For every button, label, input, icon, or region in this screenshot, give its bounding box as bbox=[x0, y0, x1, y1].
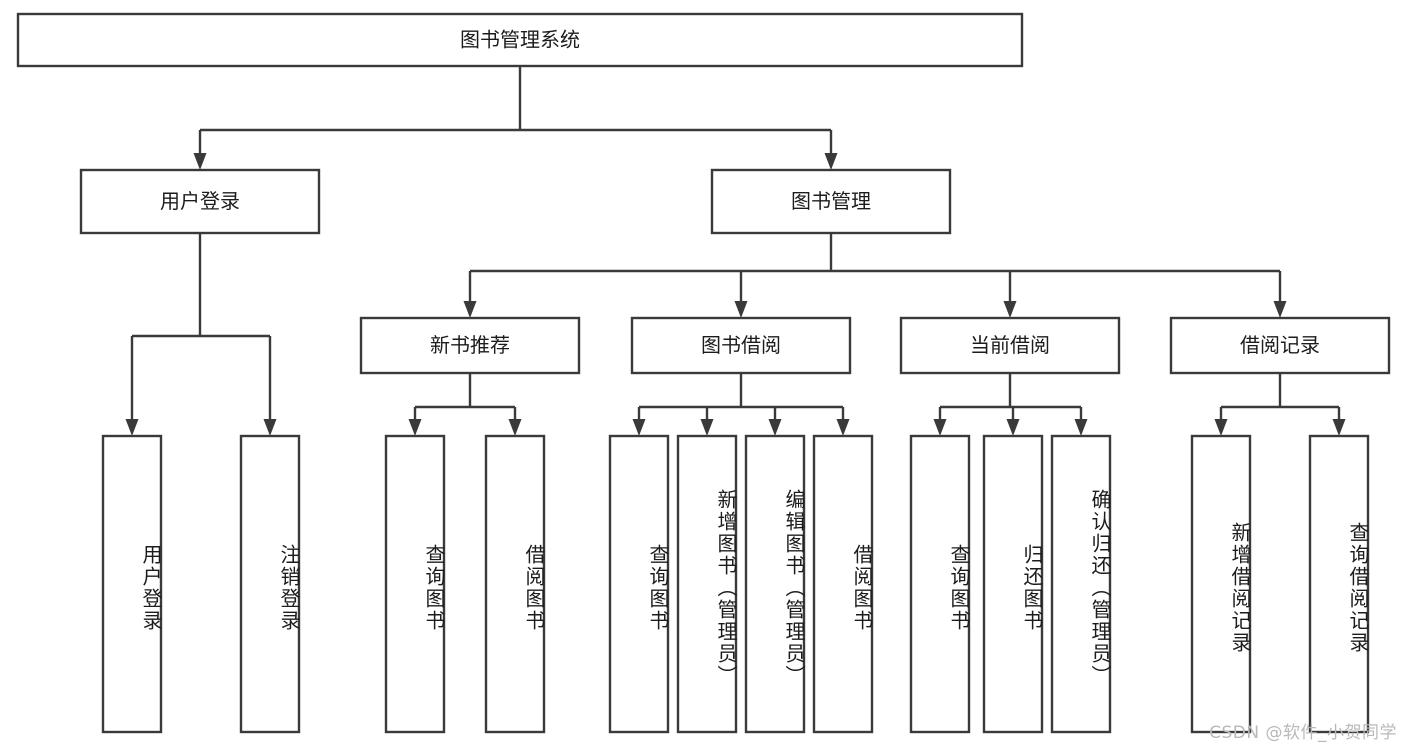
node-box-new-book-rec[interactable] bbox=[359, 316, 581, 375]
node-box-user-login[interactable] bbox=[79, 168, 321, 235]
arrow-head-icon bbox=[1332, 419, 1346, 436]
arrow-head-icon bbox=[700, 419, 714, 436]
node-box-book-manage[interactable] bbox=[710, 168, 952, 235]
arrow-head-icon bbox=[263, 419, 277, 436]
arrow-head-icon bbox=[1006, 419, 1020, 436]
node-label-book-manage: 图书管理 bbox=[791, 189, 871, 213]
arrow-head-icon bbox=[1273, 301, 1287, 318]
node-label-new-book-rec: 新书推荐 bbox=[430, 333, 510, 357]
node-box-leaf-query-record[interactable] bbox=[1308, 434, 1370, 734]
node-box-leaf-query-book-3[interactable] bbox=[909, 434, 971, 734]
arrow-head-icon bbox=[193, 153, 207, 170]
node-box-leaf-return-book[interactable] bbox=[982, 434, 1044, 734]
node-box-borrow-record[interactable] bbox=[1169, 316, 1391, 375]
node-label-user-login: 用户登录 bbox=[160, 189, 240, 213]
node-label-current-borrow: 当前借阅 bbox=[970, 333, 1050, 357]
node-box-leaf-user-login[interactable] bbox=[101, 434, 163, 734]
node-box-book-borrow[interactable] bbox=[630, 316, 852, 375]
node-box-root[interactable] bbox=[16, 12, 1024, 68]
node-box-leaf-edit-book[interactable] bbox=[744, 434, 806, 734]
arrow-head-icon bbox=[125, 419, 139, 436]
arrow-head-icon bbox=[508, 419, 522, 436]
arrow-head-icon bbox=[463, 301, 477, 318]
node-label-borrow-record: 借阅记录 bbox=[1240, 333, 1320, 357]
arrow-head-icon bbox=[1214, 419, 1228, 436]
node-box-leaf-confirm-return[interactable] bbox=[1050, 434, 1112, 734]
arrow-head-icon bbox=[734, 301, 748, 318]
arrow-head-icon bbox=[1003, 301, 1017, 318]
boxes-layer bbox=[16, 12, 1391, 734]
node-box-current-borrow[interactable] bbox=[899, 316, 1121, 375]
node-box-leaf-add-record[interactable] bbox=[1190, 434, 1252, 734]
node-box-leaf-query-book-2[interactable] bbox=[608, 434, 670, 734]
node-box-leaf-borrow-book-1[interactable] bbox=[484, 434, 546, 734]
connectors-layer bbox=[125, 66, 1346, 436]
node-box-leaf-query-book-1[interactable] bbox=[384, 434, 446, 734]
arrow-head-icon bbox=[824, 153, 838, 170]
node-label-book-borrow: 图书借阅 bbox=[701, 333, 781, 357]
node-box-leaf-add-book[interactable] bbox=[676, 434, 738, 734]
arrow-head-icon bbox=[408, 419, 422, 436]
arrow-head-icon bbox=[836, 419, 850, 436]
node-box-leaf-logout[interactable] bbox=[239, 434, 301, 734]
arrow-head-icon bbox=[1074, 419, 1088, 436]
arrow-head-icon bbox=[933, 419, 947, 436]
csdn-watermark: CSDN @软件_小贺同学 bbox=[1209, 723, 1397, 743]
arrow-head-icon bbox=[632, 419, 646, 436]
arrow-head-icon bbox=[768, 419, 782, 436]
node-label-root: 图书管理系统 bbox=[460, 28, 580, 52]
node-box-leaf-borrow-book-2[interactable] bbox=[812, 434, 874, 734]
